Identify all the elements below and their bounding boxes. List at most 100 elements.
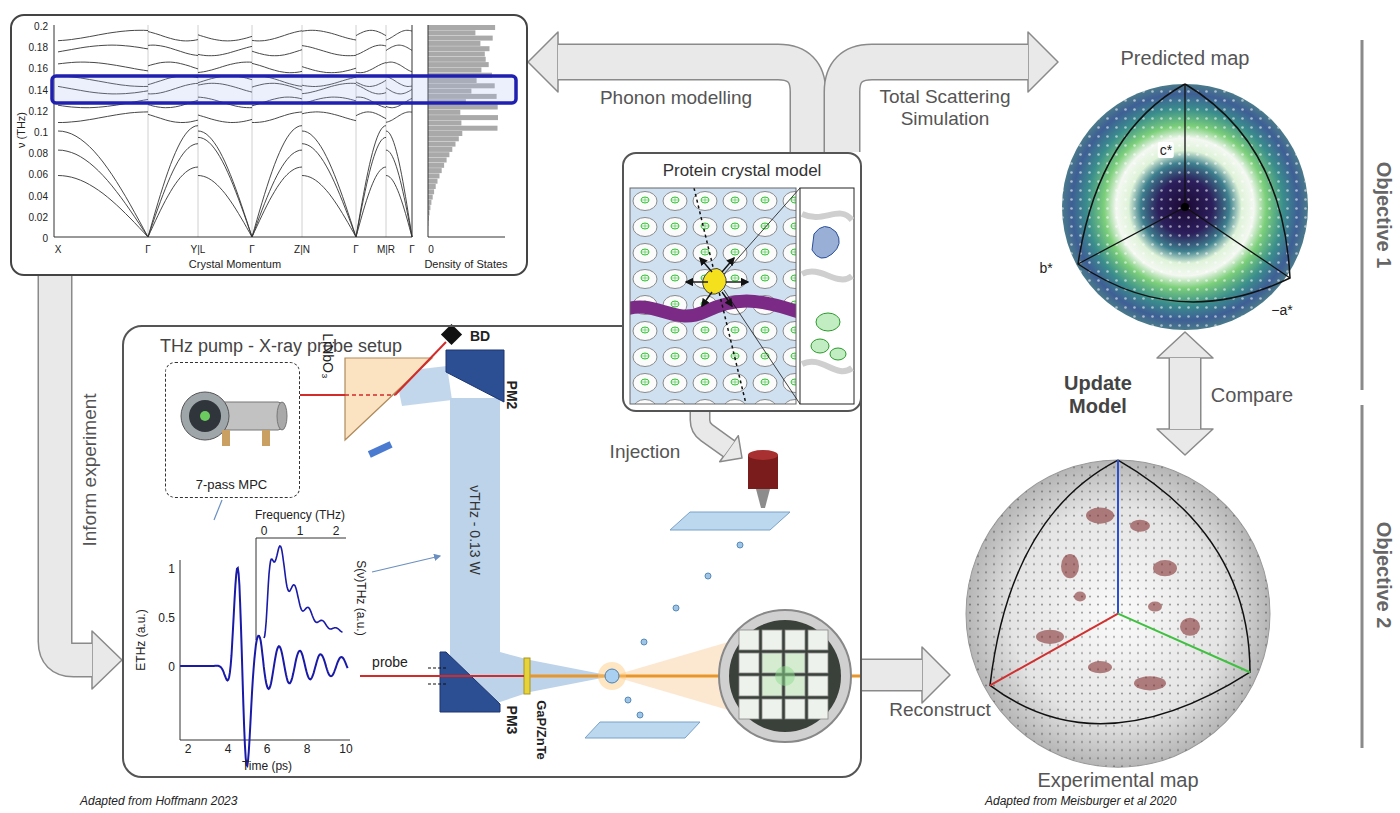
text-slot: νTHz - 0.13 W bbox=[466, 485, 484, 574]
density-of-states-bars-part bbox=[428, 152, 449, 157]
text-slot: 0.02 bbox=[29, 207, 48, 225]
tick-label: 0.1 bbox=[34, 127, 48, 139]
arrow-head bbox=[1028, 32, 1058, 92]
dispersion-curves-part bbox=[252, 50, 302, 56]
protein-lattice-illustration-part-part-part bbox=[700, 258, 712, 272]
objective-bracket bbox=[1362, 40, 1363, 748]
flow-arrow bbox=[842, 32, 1058, 152]
x-ray-detector-part-part bbox=[808, 630, 828, 650]
text-slot: b* bbox=[1039, 259, 1052, 277]
tick-label: Γ bbox=[145, 244, 151, 256]
arrow-head bbox=[528, 32, 558, 92]
text-slot: PM3 bbox=[503, 706, 521, 735]
phonon-plot bbox=[52, 25, 516, 237]
dispersion-curves-part bbox=[148, 126, 198, 237]
experimental-map-sphere-part-part bbox=[1153, 560, 1177, 576]
text-slot: 1 bbox=[168, 559, 175, 577]
sample-injector-part bbox=[585, 722, 700, 738]
node-text: Crystal Momentum bbox=[189, 258, 281, 271]
thz-waveform-plot-part bbox=[180, 560, 350, 740]
density-of-states-bars-part bbox=[428, 142, 456, 147]
dispersion-curves-part bbox=[356, 126, 386, 237]
text-slot: 0.16 bbox=[29, 58, 48, 76]
experimental-map-sphere-part-part bbox=[1036, 630, 1064, 644]
text-slot: Injection bbox=[610, 441, 681, 463]
tick-label: 0.02 bbox=[29, 212, 48, 224]
dispersion-curves-part bbox=[386, 30, 412, 40]
text-slot: Inform experiment bbox=[79, 393, 101, 546]
dispersion-curves-part bbox=[302, 67, 356, 73]
flow-arrow-outline bbox=[700, 412, 729, 449]
probe-and-xray-part bbox=[598, 662, 626, 690]
text-slot: Γ bbox=[249, 239, 255, 257]
phonon-plot-part bbox=[54, 25, 412, 237]
axis-label: −a* bbox=[1271, 302, 1292, 318]
density-of-states-bars-part bbox=[428, 126, 498, 131]
density-of-states-bars-part bbox=[428, 136, 459, 141]
flow-arrow bbox=[528, 32, 808, 152]
density-of-states-bars-part bbox=[428, 173, 440, 178]
x-ray-detector-part-part bbox=[808, 676, 828, 696]
text-slot: 0 bbox=[428, 239, 434, 257]
dispersion-curves-part bbox=[58, 30, 148, 40]
thz-waveform-plot-part bbox=[256, 538, 346, 640]
tick-label: 1 bbox=[168, 563, 175, 577]
protein-lattice-illustration-part bbox=[811, 339, 829, 353]
text-slot: 0.14 bbox=[29, 80, 48, 98]
node-text: THz pump - X-ray probe setup bbox=[160, 336, 402, 357]
sample-injector-part bbox=[705, 573, 711, 579]
x-ray-detector-part bbox=[719, 610, 851, 742]
thz-beam-part bbox=[368, 441, 393, 457]
density-of-states-bars-part bbox=[428, 131, 462, 136]
tick-label: 2 bbox=[333, 525, 340, 539]
text-slot: Density of States bbox=[424, 254, 507, 272]
dispersion-curves-part bbox=[198, 62, 252, 72]
edge-label: Reconstruct bbox=[889, 699, 990, 721]
tick-label: 4 bbox=[225, 743, 232, 757]
flow-arrow bbox=[55, 276, 122, 689]
text-slot: THz pump - X-ray probe setup bbox=[160, 336, 402, 357]
component-label: PM2 bbox=[504, 381, 520, 410]
thz-waveform-plot-part bbox=[214, 500, 222, 520]
text-slot: X bbox=[55, 239, 62, 257]
x-ray-detector-part-part bbox=[808, 699, 828, 719]
dispersion-curves-part bbox=[252, 150, 302, 237]
dispersion-curves-part bbox=[148, 62, 198, 69]
density-of-states-bars-part bbox=[428, 105, 498, 110]
dispersion-curves-part bbox=[386, 45, 412, 50]
mpc-device-part bbox=[181, 392, 229, 440]
objective-bracket-part bbox=[1361, 405, 1364, 748]
x-ray-detector-part-part bbox=[762, 630, 782, 650]
sample-injector-part bbox=[641, 639, 647, 645]
flow-arrow-body bbox=[842, 62, 1028, 152]
beam-label: νTHz - 0.13 W bbox=[467, 485, 483, 574]
predicted-map-sphere bbox=[1058, 42, 1312, 332]
text-slot: −a* bbox=[1271, 301, 1292, 319]
text-slot: Experimental map bbox=[1037, 769, 1198, 792]
axis-title: Frequency (THz) bbox=[255, 509, 345, 523]
text-slot: Predicted map bbox=[1121, 47, 1250, 70]
tick-label: Y|L bbox=[191, 244, 206, 256]
x-ray-detector-part-part bbox=[739, 630, 759, 650]
text-slot: S(ν)THz (a.u.) bbox=[353, 560, 371, 635]
dispersion-curves-part bbox=[148, 32, 198, 41]
tick-label: 0.06 bbox=[29, 169, 48, 181]
x-ray-detector-part-part bbox=[739, 653, 759, 673]
text-slot: 4 bbox=[225, 739, 232, 757]
phonon-plot-part bbox=[428, 25, 505, 237]
thz-beam-part bbox=[441, 324, 462, 345]
text-slot: Crystal Momentum bbox=[189, 254, 281, 272]
thz-beam-part bbox=[300, 394, 345, 396]
protein-lattice-illustration bbox=[624, 154, 860, 410]
tick-label: M|R bbox=[377, 244, 395, 256]
experimental-map-sphere-part-part bbox=[1086, 508, 1114, 524]
tick-label: 2 bbox=[185, 743, 192, 757]
protein-lattice-illustration-part-part-part bbox=[686, 281, 708, 282]
dispersion-curves-part bbox=[198, 46, 252, 55]
component-label: BD bbox=[470, 328, 490, 344]
component-label: PM3 bbox=[504, 706, 520, 735]
flow-arrow-body bbox=[55, 276, 92, 660]
protein-lattice-illustration-part bbox=[830, 348, 846, 360]
mpc-device-part bbox=[277, 402, 287, 430]
